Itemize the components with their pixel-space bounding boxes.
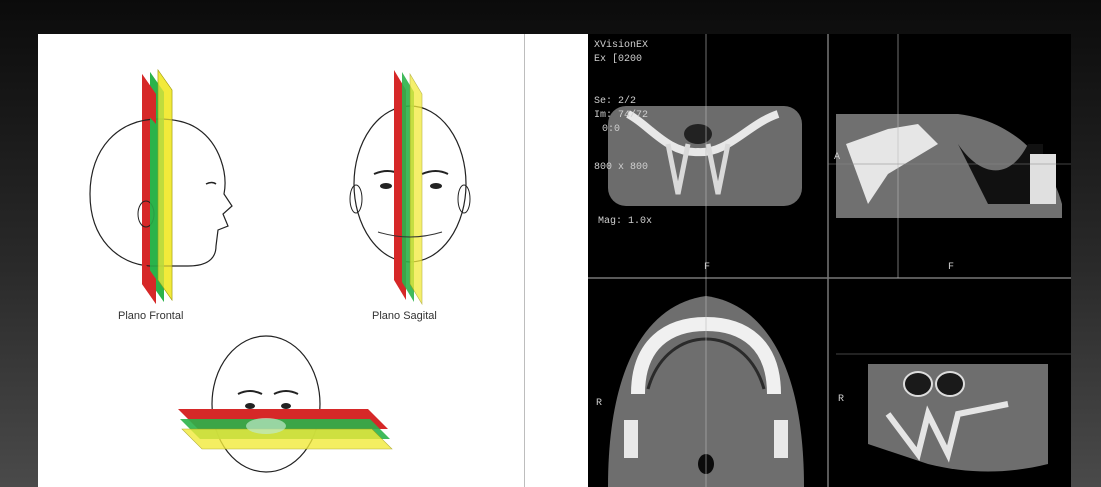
coronal-orientation-label: F	[704, 262, 710, 274]
slide: Plano Frontal Plano Sagital	[38, 34, 1071, 487]
ct-matrix: 800 x 800	[594, 162, 648, 174]
frontal-plane-figure	[90, 70, 232, 304]
ct-quadrants	[588, 34, 1071, 487]
axial-side-label: R	[596, 398, 602, 410]
ct-image: Im: 74/72	[594, 110, 648, 122]
coronal2-view	[836, 326, 1071, 487]
sagittal-plane-figure	[350, 70, 470, 304]
ct-t-value: 0:0	[602, 124, 620, 136]
frontal-plane-label: Plano Frontal	[118, 310, 183, 322]
sagittal-plane-label: Plano Sagital	[372, 310, 437, 322]
axial-plane-figure	[178, 336, 392, 472]
coronal2-side-label: R	[838, 394, 844, 406]
ct-software-name: XVisionEX	[594, 40, 648, 52]
ct-magnification: Mag: 1.0x	[598, 216, 652, 228]
planes-illustration	[38, 34, 524, 487]
sagittal-side-label: A	[834, 152, 840, 164]
ct-viewer-panel: XVisionEX Ex [0200 Se: 2/2 Im: 74/72 0:0…	[588, 34, 1071, 487]
anatomical-planes-panel: Plano Frontal Plano Sagital	[38, 34, 525, 487]
sagittal-orientation-label: F	[948, 262, 954, 274]
ct-ex-value: Ex [0200	[594, 54, 642, 66]
ct-series: Se: 2/2	[594, 96, 636, 108]
